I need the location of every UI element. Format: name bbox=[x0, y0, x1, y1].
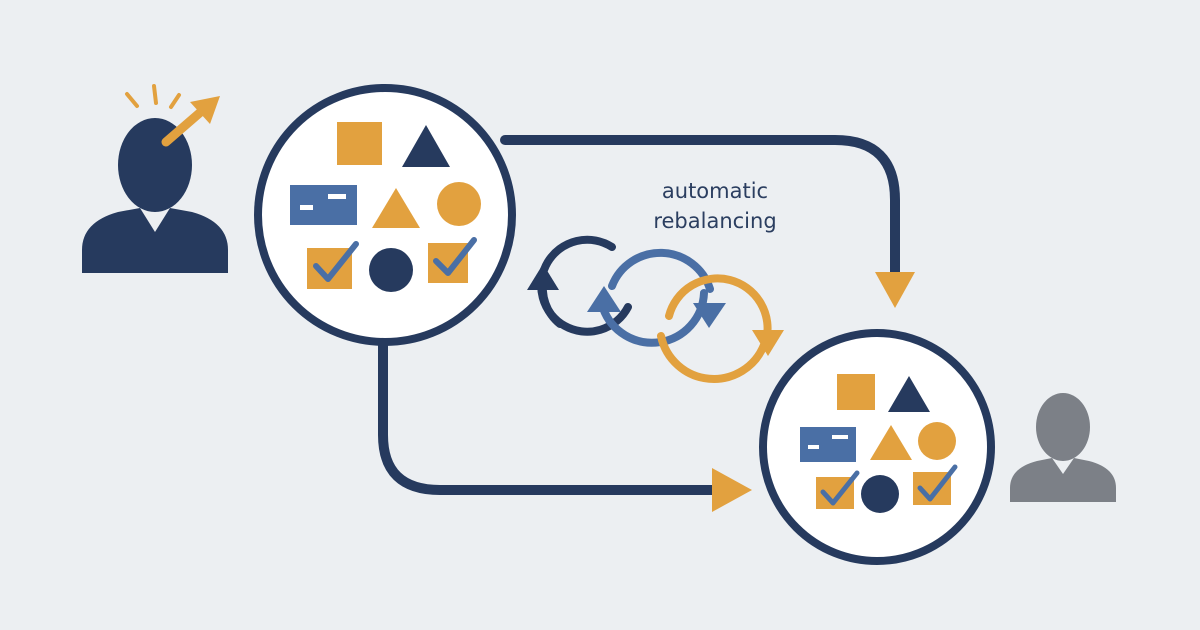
square-shape bbox=[837, 374, 875, 410]
source-portfolio-circle bbox=[254, 84, 516, 346]
circle-shape-gold bbox=[437, 182, 481, 226]
cycle-arrow-navy bbox=[527, 235, 632, 336]
triangle-shape-navy bbox=[888, 376, 930, 412]
checked-box-icon bbox=[428, 237, 477, 283]
checked-box-icon bbox=[816, 470, 860, 509]
target-person-icon bbox=[1010, 393, 1116, 502]
circle-shape-navy bbox=[861, 475, 899, 513]
card-icon bbox=[800, 427, 856, 462]
bottom-connector-arrowhead bbox=[712, 468, 752, 512]
circular-arrows-icon bbox=[527, 235, 784, 383]
circle-shape-gold bbox=[918, 422, 956, 460]
checked-box-icon bbox=[307, 241, 359, 289]
rebalancing-caption: automatic rebalancing bbox=[630, 176, 800, 236]
cycle-arrow-gold bbox=[657, 274, 784, 383]
checked-box-icon bbox=[913, 464, 958, 505]
target-portfolio-circle bbox=[759, 329, 995, 565]
top-connector-arrowhead bbox=[875, 272, 915, 308]
triangle-shape-navy bbox=[402, 125, 450, 167]
up-right-arrow-icon bbox=[161, 96, 220, 147]
circle-shape-navy bbox=[369, 248, 413, 292]
source-person-icon bbox=[82, 118, 228, 273]
spark-lines-icon bbox=[125, 84, 181, 109]
card-icon bbox=[290, 185, 357, 225]
triangle-shape-gold bbox=[870, 425, 912, 460]
caption-line-2: rebalancing bbox=[653, 209, 777, 233]
top-connector-line bbox=[500, 135, 900, 280]
triangle-shape-gold bbox=[372, 188, 420, 228]
caption-line-1: automatic bbox=[661, 179, 769, 203]
bottom-connector-line bbox=[378, 335, 727, 495]
square-shape bbox=[337, 122, 382, 165]
